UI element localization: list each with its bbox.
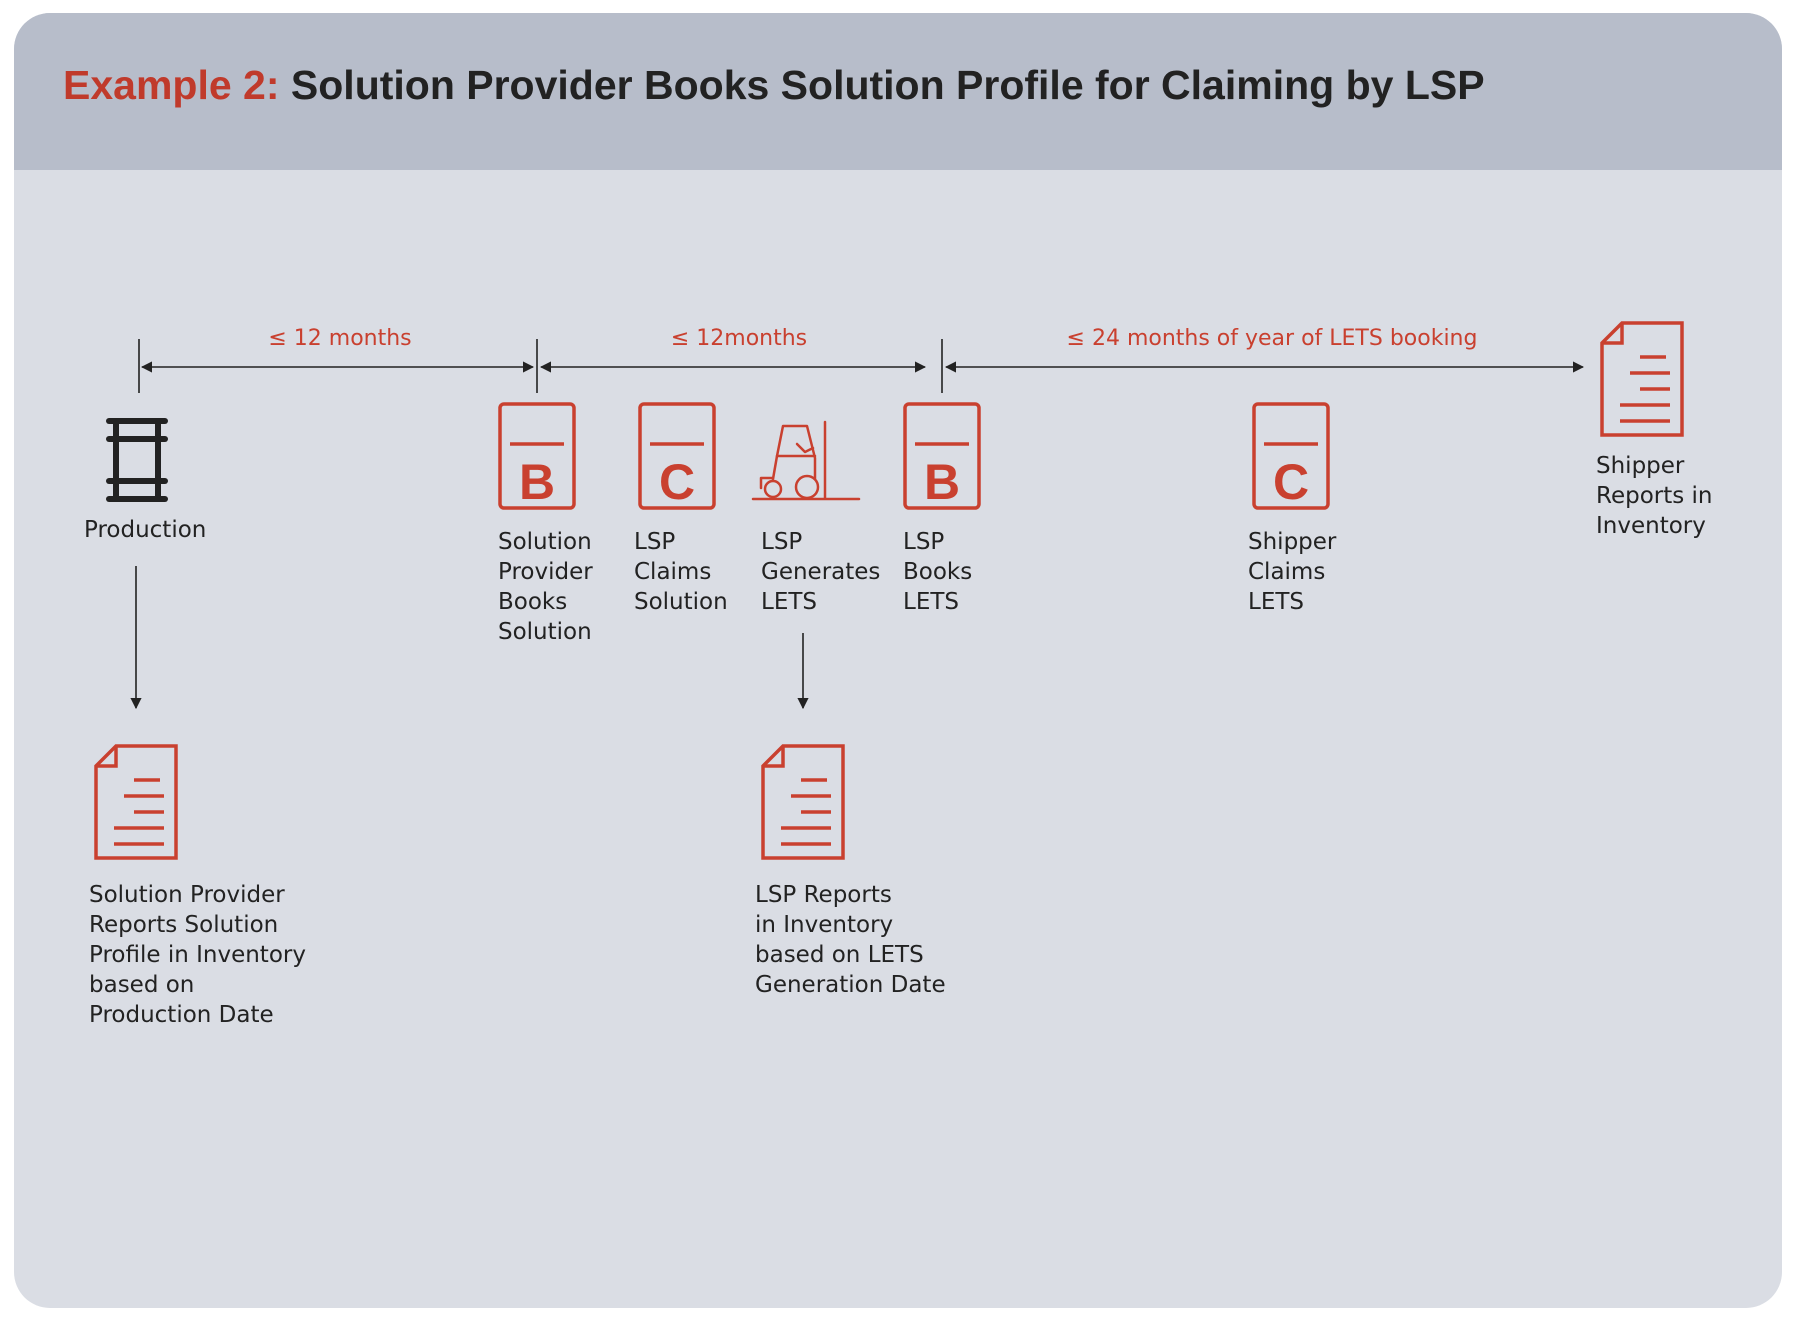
step-label-shipper-reports: Shipper Reports in Inventory bbox=[1596, 453, 1713, 539]
step-label-solution-provider-books: Solution Provider Books Solution bbox=[498, 529, 593, 645]
title-prefix: Example 2: bbox=[63, 62, 280, 108]
booking-b-icon: B bbox=[903, 402, 981, 510]
report-document-icon bbox=[761, 744, 845, 860]
step-label-lsp-reports: LSP Reports in Inventory based on LETS G… bbox=[755, 882, 946, 998]
svg-text:C: C bbox=[1273, 454, 1309, 510]
title-main: Solution Provider Books Solution Profile… bbox=[290, 62, 1485, 108]
claim-c-icon: C bbox=[638, 402, 716, 510]
step-label-shipper-claims: Shipper Claims LETS bbox=[1248, 529, 1337, 615]
report-document-icon bbox=[94, 744, 178, 860]
diagram-card: Example 2: Solution Provider Books Solut… bbox=[14, 13, 1782, 1308]
barrel-icon bbox=[106, 418, 168, 502]
interval-label-3: ≤ 24 months of year of LETS booking bbox=[1066, 326, 1478, 351]
svg-text:B: B bbox=[924, 454, 960, 510]
page-title: Example 2: Solution Provider Books Solut… bbox=[63, 62, 1485, 109]
step-label-production: Production bbox=[84, 517, 207, 543]
step-label-lsp-generates: LSP Generates LETS bbox=[761, 529, 881, 615]
booking-b-icon: B bbox=[498, 402, 576, 510]
step-label-lsp-books: LSP Books LETS bbox=[903, 529, 973, 615]
report-document-icon bbox=[1600, 321, 1684, 437]
timeline-connectors bbox=[130, 339, 1585, 710]
claim-c-icon: C bbox=[1252, 402, 1330, 510]
forklift-icon bbox=[751, 420, 861, 501]
svg-text:B: B bbox=[519, 454, 555, 510]
svg-text:C: C bbox=[659, 454, 695, 510]
step-label-solution-provider-reports: Solution Provider Reports Solution Profi… bbox=[89, 882, 306, 1028]
step-label-lsp-claims: LSP Claims Solution bbox=[634, 529, 728, 615]
interval-label-2: ≤ 12months bbox=[670, 326, 808, 351]
header-band: Example 2: Solution Provider Books Solut… bbox=[14, 13, 1782, 170]
interval-label-1: ≤ 12 months bbox=[268, 326, 412, 351]
